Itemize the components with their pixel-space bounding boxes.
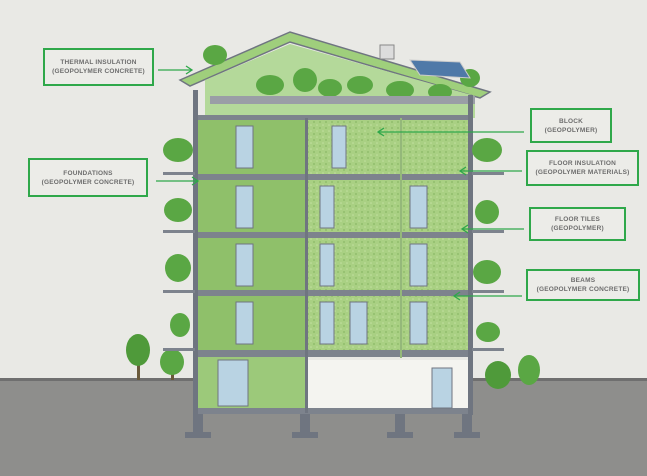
- label-floor-insulation: FLOOR INSULATION (GEOPOLYMER MATERIALS): [526, 150, 639, 186]
- balconies: [163, 138, 504, 351]
- label-title: FLOOR INSULATION: [549, 160, 616, 167]
- ground-floor: [197, 354, 307, 410]
- roof: [178, 31, 492, 99]
- label-thermal-insulation: THERMAL INSULATION (GEOPOLYMER CONCRETE): [43, 48, 154, 86]
- label-material: (GEOPOLYMER): [544, 126, 598, 134]
- label-title: BLOCK: [558, 117, 584, 125]
- label-foundations: FOUNDATIONS (GEOPOLYMER CONCRETE): [28, 158, 148, 197]
- label-beams: BEAMS (GEOPOLYMER CONCRETE): [526, 269, 640, 301]
- floor-slabs: [195, 115, 472, 414]
- label-material: (GEOPOLYMER): [551, 225, 604, 232]
- label-material: (GEOPOLYMER CONCRETE): [536, 286, 630, 293]
- tree-icon: [126, 334, 540, 389]
- label-block: BLOCK (GEOPOLYMER): [530, 108, 612, 143]
- label-title: BEAMS: [570, 277, 596, 284]
- chimney: [379, 44, 395, 60]
- label-material: (GEOPOLYMER MATERIALS): [535, 169, 630, 176]
- solar-panel-icon: [409, 59, 471, 79]
- label-material: (GEOPOLYMER CONCRETE): [52, 68, 145, 75]
- label-floor-tiles: FLOOR TILES (GEOPOLYMER): [529, 207, 626, 241]
- leader-arrows: [156, 65, 524, 301]
- label-title: THERMAL INSULATION: [60, 59, 137, 66]
- columns: [193, 90, 473, 415]
- label-title: FOUNDATIONS: [63, 169, 113, 177]
- attic-slab: [210, 96, 475, 104]
- foundation-footings: [185, 414, 480, 438]
- windows: [217, 125, 453, 409]
- label-title: FLOOR TILES: [554, 216, 601, 223]
- label-material: (GEOPOLYMER CONCRETE): [41, 178, 135, 186]
